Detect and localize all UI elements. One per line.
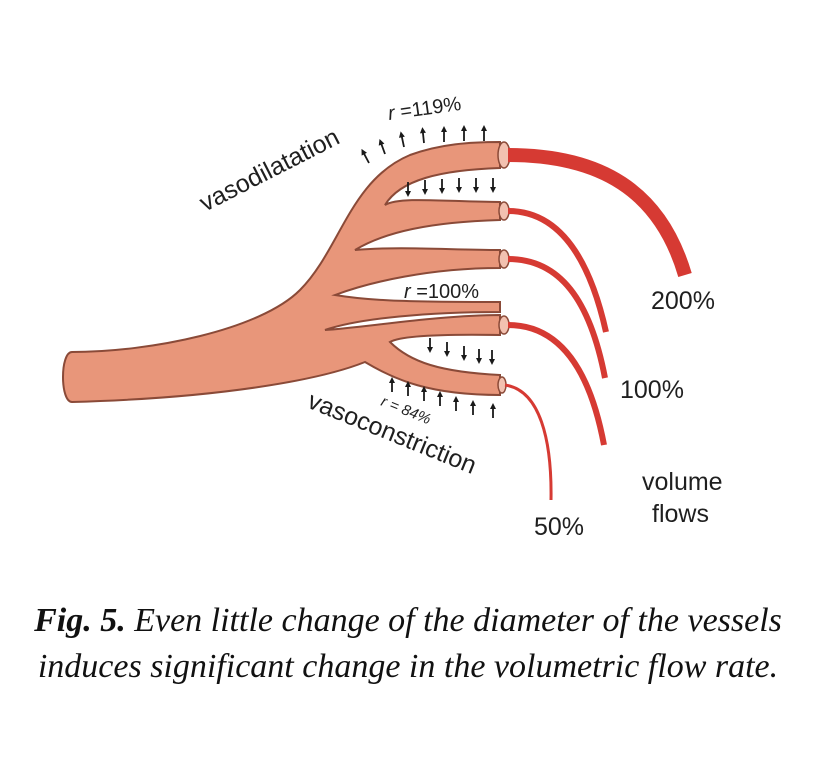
pressure-arrows	[361, 125, 496, 418]
dilation-arrows-outer	[361, 125, 487, 164]
volume-flows-label-line1: volume	[642, 468, 723, 496]
flow-line-200	[507, 148, 692, 277]
vessel-tree	[62, 140, 511, 404]
flow-label-200: 200%	[651, 287, 715, 315]
vasodilatation-label: vasodilatation	[195, 123, 344, 217]
figure-number: Fig. 5.	[34, 602, 126, 639]
vessel-end-4	[498, 315, 510, 335]
flow-label-50: 50%	[534, 513, 584, 541]
constriction-arrows-upper	[427, 338, 495, 365]
figure-caption: Fig. 5. Even little change of the diamet…	[30, 598, 786, 690]
flow-line-100-b	[507, 256, 608, 379]
flow-line-100-a	[507, 208, 609, 333]
vessel-end-3	[498, 249, 510, 269]
flow-line-100-c	[507, 322, 607, 446]
vessel-trunk	[62, 140, 501, 404]
flow-label-100: 100%	[620, 376, 684, 404]
figure-caption-text: Even little change of the diameter of th…	[37, 602, 782, 685]
constriction-arrows-lower	[389, 377, 496, 418]
dilation-radius-label: r =119%	[387, 93, 463, 125]
flow-line-50	[504, 383, 553, 501]
vessel-end-2	[498, 201, 510, 221]
normal-radius-label: r =100%	[404, 281, 479, 303]
volume-flows-label-line2: flows	[652, 500, 709, 528]
dilation-arrows-inner	[405, 178, 496, 197]
vessel-end-constricted	[497, 376, 507, 394]
flow-lines	[504, 148, 692, 501]
